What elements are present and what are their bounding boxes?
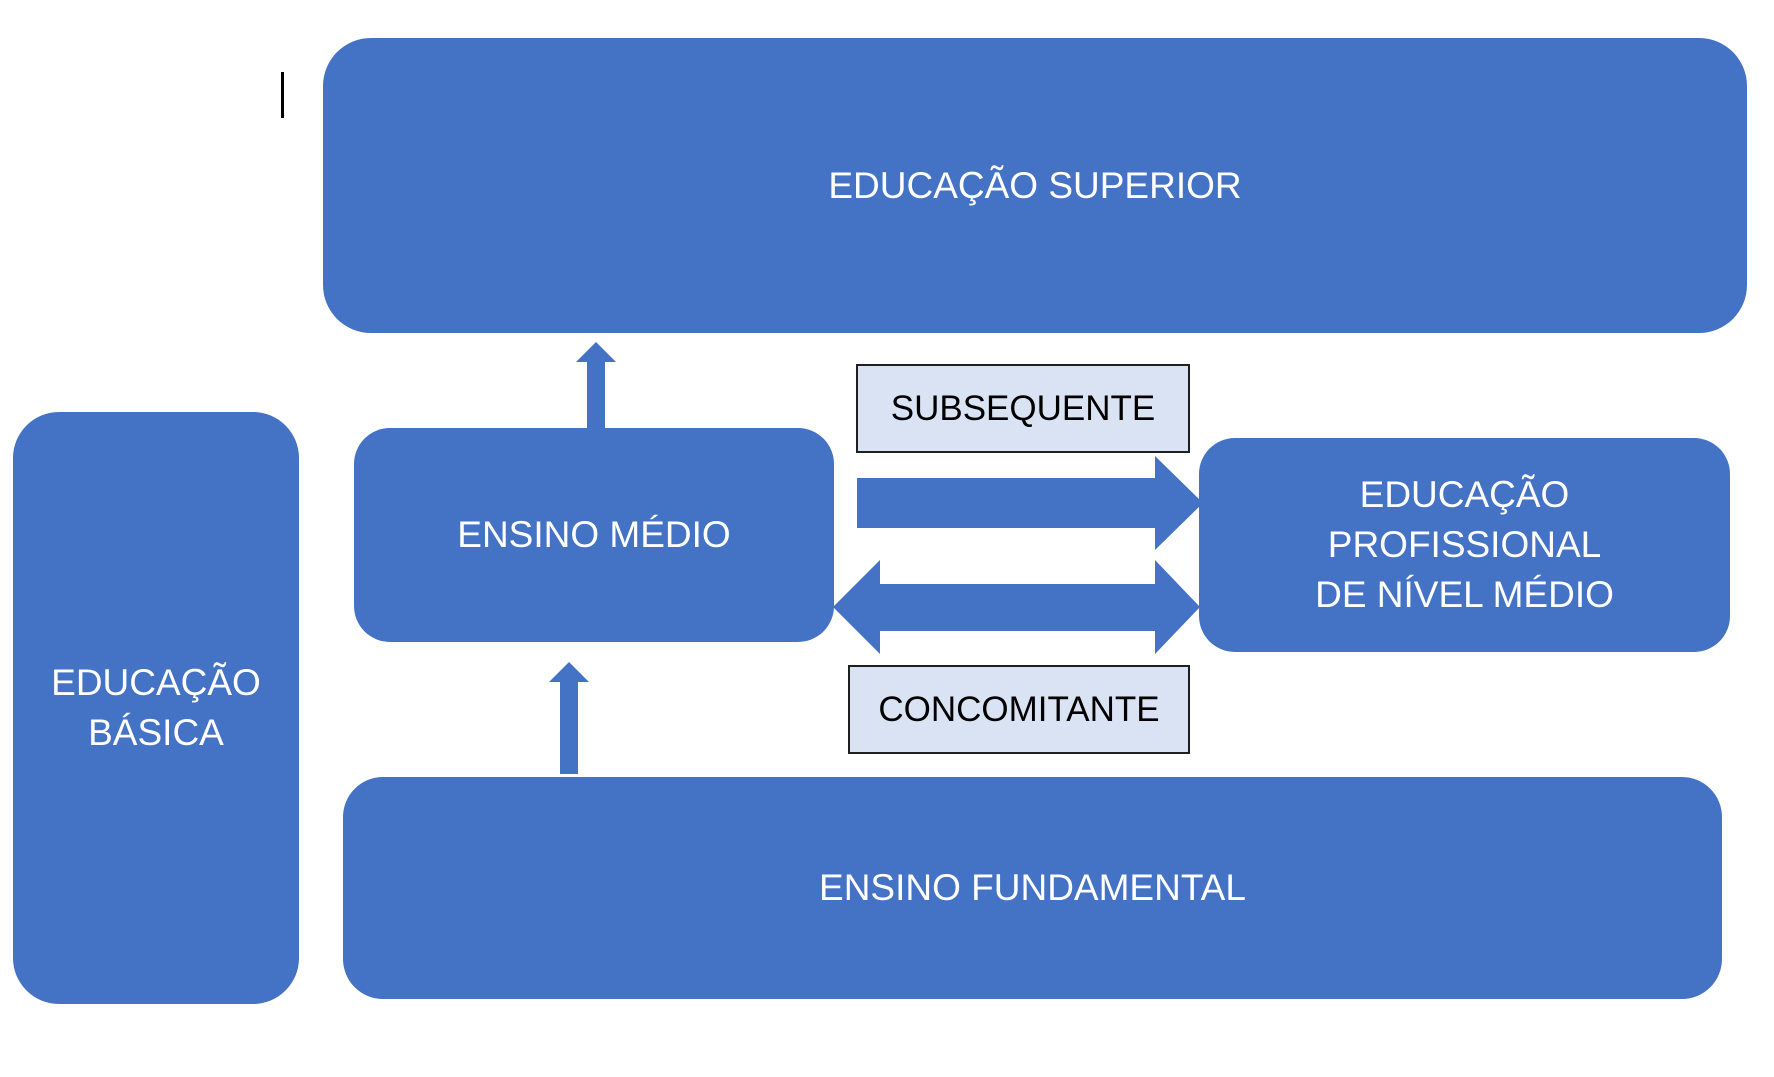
educacao-superior-label: EDUCAÇÃO SUPERIOR (828, 164, 1242, 206)
educacao-superior-box: EDUCAÇÃO SUPERIOR (323, 38, 1747, 333)
educacao-basica-box: EDUCAÇÃO BÁSICA (13, 412, 299, 1004)
arrow-concomitante (833, 560, 1200, 654)
educacao-profissional-box: EDUCAÇÃO PROFISSIONAL DE NÍVEL MÉDIO (1199, 438, 1730, 652)
arrow-medio-to-superior (576, 342, 616, 438)
arrow-fundamental-to-medio (549, 662, 589, 774)
ensino-fundamental-box: ENSINO FUNDAMENTAL (343, 777, 1722, 999)
ensino-fundamental-label: ENSINO FUNDAMENTAL (819, 867, 1246, 909)
ensino-medio-label: ENSINO MÉDIO (457, 514, 731, 556)
educacao-profissional-line-2: DE NÍVEL MÉDIO (1315, 573, 1614, 615)
educacao-basica-text: EDUCAÇÃO BÁSICA (51, 658, 261, 758)
concomitante-label: CONCOMITANTE (878, 689, 1160, 729)
concomitante-label-box: CONCOMITANTE (848, 665, 1190, 754)
arrow-subsequente (857, 456, 1203, 550)
subsequente-label: SUBSEQUENTE (890, 388, 1156, 428)
ensino-medio-box: ENSINO MÉDIO (354, 428, 834, 642)
educacao-basica-line-1: EDUCAÇÃO (51, 662, 261, 704)
text-cursor-mark (281, 72, 284, 118)
educacao-profissional-line-1: EDUCAÇÃO PROFISSIONAL (1327, 474, 1602, 566)
subsequente-label-box: SUBSEQUENTE (856, 364, 1190, 453)
educacao-basica-line-2: BÁSICA (88, 712, 224, 753)
educacao-profissional-text: EDUCAÇÃO PROFISSIONAL DE NÍVEL MÉDIO (1219, 470, 1710, 620)
